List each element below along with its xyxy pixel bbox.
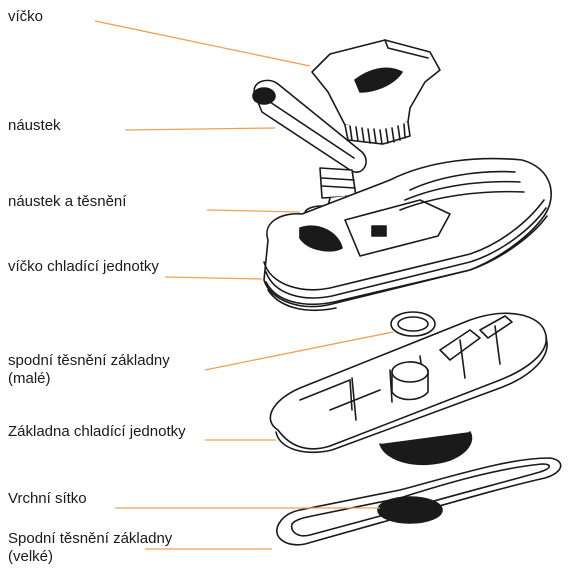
label-spodni-tesneni-male-line1: spodní těsnění základny [8, 352, 170, 370]
label-vrchni-sitko: Vrchní sítko [8, 490, 87, 508]
leader-line-naustek [125, 128, 275, 130]
label-spodni-tesneni-male: spodní těsnění základny (malé) [8, 352, 170, 388]
label-spodni-tesneni-velke-line2: (velké) [8, 548, 172, 566]
label-spodni-tesneni-velke: Spodní těsnění základny (velké) [8, 530, 172, 566]
label-spodni-tesneni-male-line2: (malé) [8, 370, 170, 388]
label-naustek: náustek [8, 117, 61, 135]
label-vicko-chladici-jednotky: víčko chladící jednotky [8, 258, 159, 276]
label-naustek-tesneni: náustek a těsnění [8, 193, 126, 211]
top-screen-disc [378, 497, 442, 523]
leader-line-naustek-tesneni [207, 210, 300, 212]
leader-line-vicko-chladici [165, 277, 262, 279]
label-zakladna-chladici-jednotky: Základna chladící jednotky [8, 423, 186, 441]
label-vicko: víčko [8, 8, 43, 26]
leader-line-vicko [95, 21, 310, 66]
label-spodni-tesneni-velke-line1: Spodní těsnění základny [8, 530, 172, 548]
cooling-unit-lid [264, 159, 551, 311]
